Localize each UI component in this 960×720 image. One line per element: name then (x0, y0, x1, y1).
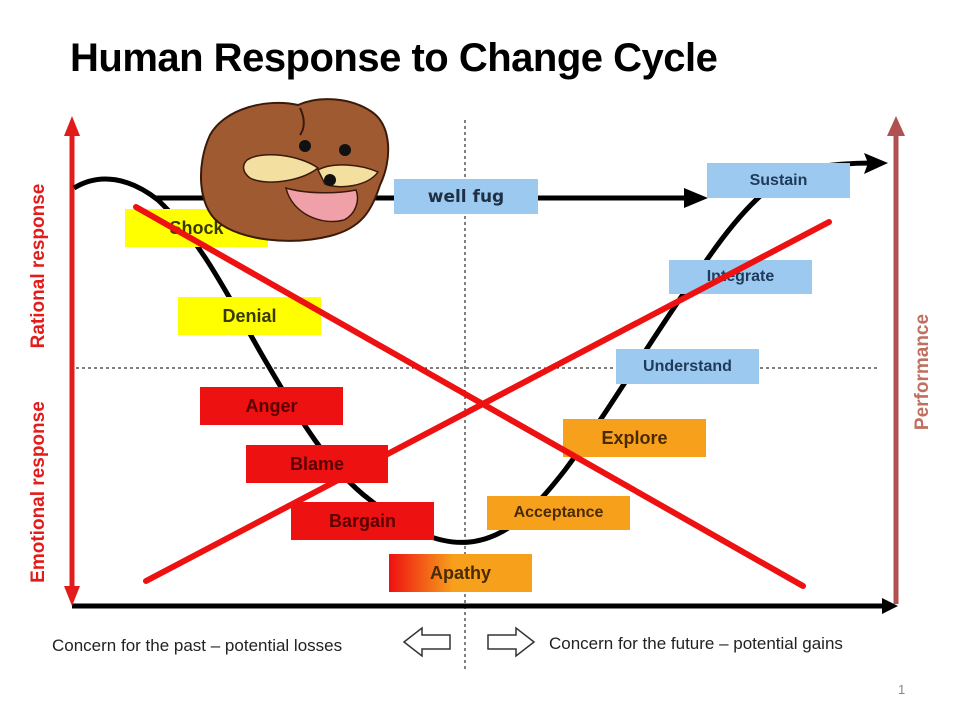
left-axis-upper-label: Rational response (28, 183, 49, 349)
stage-sustain: Sustain (707, 163, 850, 198)
bottom-right-caption: Concern for the future – potential gains (549, 634, 843, 653)
stage-bargain: Bargain (291, 502, 434, 540)
stage-acceptance: Acceptance (487, 496, 630, 530)
left-outline-arrow-icon (402, 626, 451, 658)
stage-anger: Anger (200, 387, 343, 425)
right-axis-label: Performance (912, 313, 933, 431)
stage-denial: Denial (178, 297, 321, 335)
well-fug-label: well fug (394, 179, 538, 214)
right-outline-arrow-icon (487, 626, 536, 658)
page-number: 1 (898, 682, 906, 697)
curve-arrowhead (864, 153, 888, 174)
performance-axis-arrowhead (887, 116, 905, 136)
left-axis-arrowhead-bottom (64, 586, 80, 606)
x-axis-arrowhead (882, 598, 898, 614)
well-fug-arrowhead (684, 188, 708, 208)
stage-blame: Blame (246, 445, 388, 483)
left-axis-lower-label: Emotional response (28, 401, 49, 583)
stage-shock: Shock (125, 209, 268, 247)
slide-title: Human Response to Change Cycle (70, 36, 718, 80)
stage-understand: Understand (616, 349, 759, 384)
bottom-left-caption: Concern for the past – potential losses (52, 636, 343, 655)
stage-apathy: Apathy (389, 554, 532, 592)
stage-explore: Explore (563, 419, 706, 457)
left-axis-arrowhead-top (64, 116, 80, 136)
stage-integrate: Integrate (669, 260, 812, 294)
